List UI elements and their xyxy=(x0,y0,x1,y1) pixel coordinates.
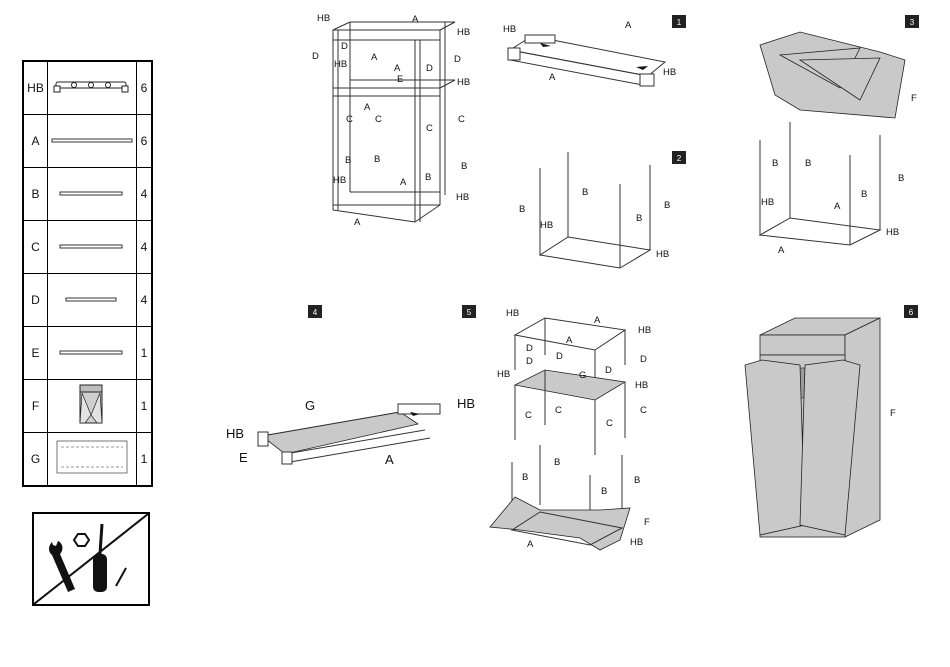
label-hb: HB xyxy=(540,220,553,231)
label-hb: HB xyxy=(226,426,244,441)
label-b: B xyxy=(772,158,778,169)
label-a: A xyxy=(566,335,573,346)
label-f: F xyxy=(911,93,917,104)
label-b: B xyxy=(519,204,525,215)
step-number: 1 xyxy=(677,18,682,27)
label-d: D xyxy=(640,354,647,365)
label-c: C xyxy=(640,405,647,416)
label-c: C xyxy=(555,405,562,416)
label-a: A xyxy=(625,20,632,31)
step-6: 6 F xyxy=(745,305,918,537)
label-b: B xyxy=(582,187,588,198)
label-hb: HB xyxy=(886,227,899,238)
label-a: A xyxy=(527,539,534,550)
label-c: C xyxy=(458,114,465,125)
label-d: D xyxy=(526,343,533,354)
label-a: A xyxy=(385,452,394,467)
step-number: 6 xyxy=(909,308,914,317)
label-a: A xyxy=(354,217,361,228)
label-e: E xyxy=(239,450,248,465)
label-c: C xyxy=(426,123,433,134)
label-a: A xyxy=(594,315,601,326)
label-hb: HB xyxy=(457,77,470,88)
label-hb: HB xyxy=(457,396,475,411)
label-d: D xyxy=(605,365,612,376)
label-a: A xyxy=(394,63,401,74)
label-d: D xyxy=(312,51,319,62)
label-g: G xyxy=(579,370,586,381)
label-b: B xyxy=(634,475,640,486)
step-number: 3 xyxy=(910,18,915,27)
label-b: B xyxy=(461,161,467,172)
label-c: C xyxy=(525,410,532,421)
label-a: A xyxy=(834,201,841,212)
label-c: C xyxy=(375,114,382,125)
label-a: A xyxy=(371,52,378,63)
label-b: B xyxy=(636,213,642,224)
label-g: G xyxy=(305,398,315,413)
label-b: B xyxy=(522,472,528,483)
label-hb: HB xyxy=(317,13,330,24)
label-hb: HB xyxy=(635,380,648,391)
label-e: E xyxy=(397,74,403,85)
label-hb: HB xyxy=(456,192,469,203)
overview-labels: HB A HB D D A D HB A D E HB A C C C C B … xyxy=(312,13,470,228)
step-number: 5 xyxy=(467,308,472,317)
label-b: B xyxy=(664,200,670,211)
step-1: 1 HB A HB A xyxy=(503,15,686,86)
label-b: B xyxy=(374,154,380,165)
label-a: A xyxy=(364,102,371,113)
label-b: B xyxy=(805,158,811,169)
label-d: D xyxy=(341,41,348,52)
label-f: F xyxy=(890,408,896,419)
step-5: 5 HB A HB A D D D D HB D G HB C C C C xyxy=(462,305,651,550)
label-d: D xyxy=(426,63,433,74)
label-hb: HB xyxy=(761,197,774,208)
label-b: B xyxy=(898,173,904,184)
label-f: F xyxy=(644,517,650,528)
step-4: 4 G HB HB E A xyxy=(226,305,475,467)
label-d: D xyxy=(556,351,563,362)
label-hb: HB xyxy=(630,537,643,548)
step-2: 2 B B B B HB HB xyxy=(519,151,686,268)
label-hb: HB xyxy=(503,24,516,35)
label-b: B xyxy=(345,155,351,166)
label-b: B xyxy=(425,172,431,183)
label-hb: HB xyxy=(663,67,676,78)
label-d: D xyxy=(526,356,533,367)
label-d: D xyxy=(454,54,461,65)
label-b: B xyxy=(861,189,867,200)
label-hb: HB xyxy=(333,175,346,186)
label-a: A xyxy=(549,72,556,83)
step-number: 4 xyxy=(313,308,318,317)
label-hb: HB xyxy=(457,27,470,38)
label-a: A xyxy=(412,14,419,25)
step-3: 3 F B B B B HB A HB A xyxy=(760,15,919,256)
label-hb: HB xyxy=(656,249,669,260)
step-number: 2 xyxy=(677,154,682,163)
label-b: B xyxy=(554,457,560,468)
label-hb: HB xyxy=(638,325,651,336)
label-c: C xyxy=(346,114,353,125)
label-a: A xyxy=(778,245,785,256)
label-a: A xyxy=(400,177,407,188)
label-hb: HB xyxy=(497,369,510,380)
label-b: B xyxy=(601,486,607,497)
label-c: C xyxy=(606,418,613,429)
label-hb: HB xyxy=(334,59,347,70)
label-hb: HB xyxy=(506,308,519,319)
